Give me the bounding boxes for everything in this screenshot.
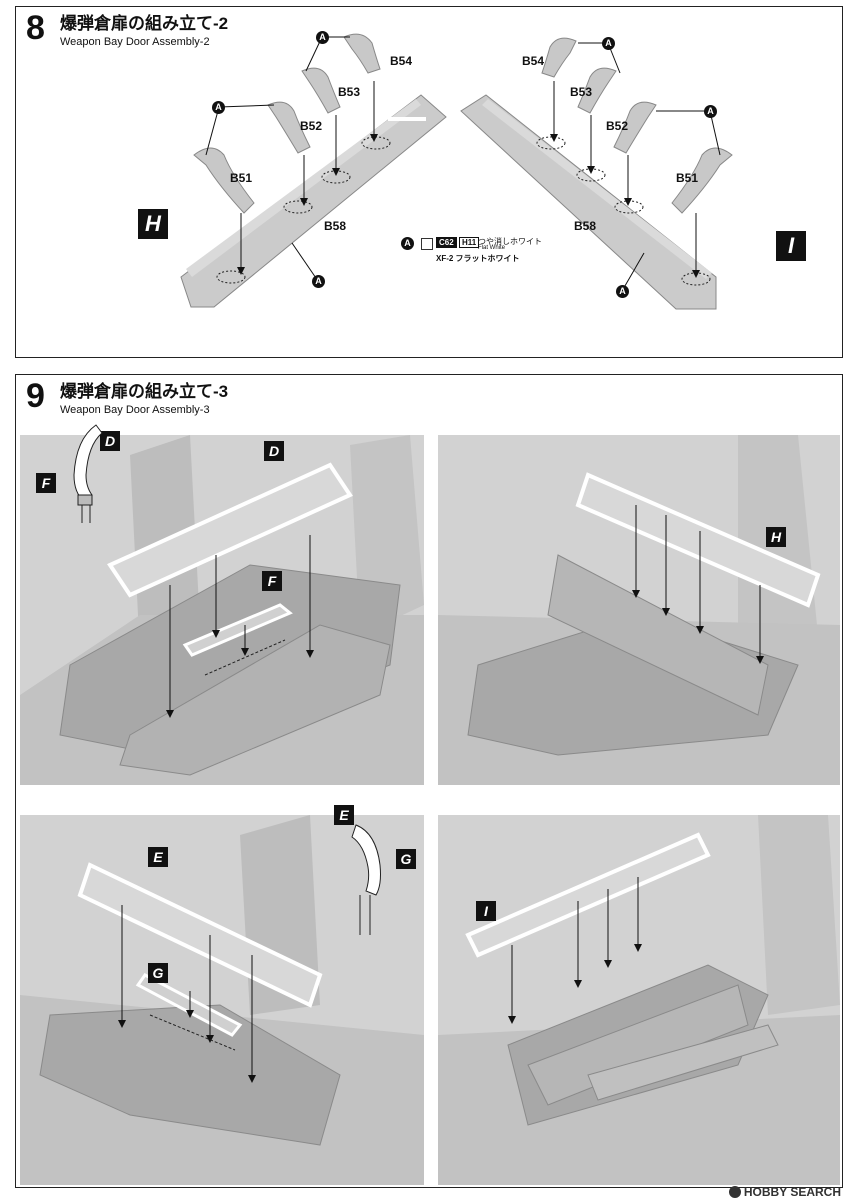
detail-letter-f: F [36, 473, 56, 493]
step-number: 8 [26, 9, 45, 47]
step-number: 9 [26, 377, 45, 415]
group-letter-i: I [776, 231, 806, 261]
legend-color-swatch [421, 238, 433, 250]
part-label-b51-left: B51 [230, 171, 253, 185]
part-label-b58-left: B58 [324, 219, 347, 233]
part-label-b54-right: B54 [522, 54, 545, 68]
part-label-b51-right: B51 [676, 171, 699, 185]
legend-name-jp: つや消しホワイト [478, 237, 542, 246]
door-h-diagram [180, 33, 733, 310]
door-letter-i: I [476, 901, 496, 921]
part-label-b53-left: B53 [338, 85, 361, 99]
part-label-b58-right: B58 [574, 219, 597, 233]
insert-letter-f: F [262, 571, 282, 591]
paint-marker-a: A [312, 275, 325, 288]
group-letter-h: H [138, 209, 168, 239]
photo-top-right [438, 435, 840, 785]
door-letter-d: D [264, 441, 284, 461]
door-letter-h: H [766, 527, 786, 547]
insert-letter-g: G [148, 963, 168, 983]
detail-letter-e: E [334, 805, 354, 825]
watermark-text: HOBBY SEARCH [743, 1185, 841, 1199]
door-letter-e: E [148, 847, 168, 867]
detail-inset-d-f [73, 424, 103, 523]
watermark: HOBBY SEARCH [728, 1185, 841, 1199]
paint-marker-a: A [212, 101, 225, 114]
legend-name-en: Flat White [478, 245, 506, 251]
paint-marker-a: A [704, 105, 717, 118]
paint-marker-a: A [602, 37, 615, 50]
step-title-en: Weapon Bay Door Assembly-3 [60, 404, 210, 416]
paint-marker-a: A [316, 31, 329, 44]
photo-bottom-left-illustration [20, 815, 424, 1185]
photo-bottom-right [438, 815, 840, 1185]
step-8-panel: 8 爆弾倉扉の組み立て-2 Weapon Bay Door Assembly-2 [15, 6, 843, 358]
step-title-en: Weapon Bay Door Assembly-2 [60, 36, 210, 48]
legend-marker-a: A [401, 237, 414, 250]
detail-letter-g: G [396, 849, 416, 869]
part-label-b52-right: B52 [606, 119, 629, 133]
part-label-b54-left: B54 [390, 54, 413, 68]
hobby-search-logo-icon [728, 1186, 741, 1198]
step-title-jp: 爆弾倉扉の組み立て-2 [60, 14, 229, 33]
part-label-b53-right: B53 [570, 85, 593, 99]
detail-letter-d: D [100, 431, 120, 451]
step-title-jp: 爆弾倉扉の組み立て-3 [60, 382, 229, 401]
part-label-b52-left: B52 [300, 119, 323, 133]
photo-bottom-right-illustration [438, 815, 840, 1185]
legend-code-c62: C62 [436, 237, 457, 248]
photo-bottom-left [20, 815, 424, 1185]
legend-code-h11: H11 [459, 237, 480, 248]
paint-marker-a: A [616, 285, 629, 298]
legend-alt-name: XF-2 フラットホワイト [436, 254, 520, 263]
photo-top-right-illustration [438, 435, 840, 785]
step-9-panel: 9 爆弾倉扉の組み立て-3 Weapon Bay Door Assembly-3 [15, 374, 843, 1188]
